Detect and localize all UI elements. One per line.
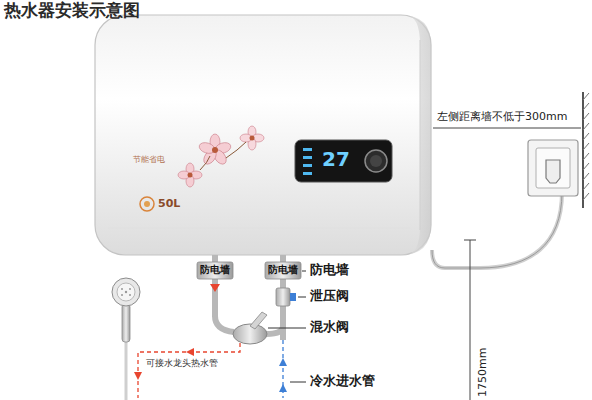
brand-logo xyxy=(140,197,154,211)
shower-head xyxy=(129,288,131,290)
shower-head xyxy=(112,278,140,306)
mixing-valve xyxy=(233,312,267,344)
shower-head xyxy=(117,283,135,301)
brand-slogan: 节能省电 xyxy=(133,155,165,164)
dimension-line xyxy=(464,240,476,241)
hot-water-branch xyxy=(134,372,142,380)
fitting-tag: 防电墙 xyxy=(200,264,230,276)
cold-water-inlet xyxy=(279,340,287,398)
mixing-valve xyxy=(233,324,267,344)
pressure-relief-valve xyxy=(276,288,290,306)
flower-decoration xyxy=(250,136,255,141)
callout-leader xyxy=(268,271,306,382)
capacity-mark: 50L xyxy=(158,198,180,211)
heater-tank xyxy=(420,40,421,230)
flower-decoration xyxy=(200,142,246,170)
shower-head xyxy=(112,278,140,400)
heater-tank xyxy=(95,15,431,255)
pressure-relief-valve xyxy=(290,293,296,301)
heater-tank xyxy=(95,15,431,255)
wall xyxy=(583,93,589,200)
control-panel xyxy=(365,150,387,172)
control-panel xyxy=(295,140,392,182)
flower-decoration xyxy=(240,126,264,150)
dimension-label: 1750mm xyxy=(477,348,490,397)
heater-tank xyxy=(401,15,431,255)
cold-water-inlet xyxy=(279,358,287,366)
wall-socket xyxy=(536,148,570,188)
clearance-leader xyxy=(433,128,581,129)
brand-logo xyxy=(144,201,150,207)
flower-decoration xyxy=(178,126,264,187)
heater-tank xyxy=(108,228,410,229)
shower-head xyxy=(125,340,128,400)
wall-socket xyxy=(528,140,578,196)
shower-head xyxy=(121,288,123,290)
power-cable xyxy=(432,192,562,268)
brand-logo xyxy=(140,197,154,211)
clearance-note: 左侧距离墙不低于300mm xyxy=(437,111,567,124)
pipe-note: 可接水龙头热水管 xyxy=(146,358,218,368)
power-cable xyxy=(432,192,562,268)
callout-leader xyxy=(298,297,306,298)
control-panel xyxy=(370,155,382,167)
dimension-line xyxy=(470,240,471,400)
shower-head xyxy=(121,294,123,296)
wall-socket xyxy=(546,160,560,183)
flower-decoration xyxy=(188,173,193,178)
wall-socket xyxy=(528,140,578,196)
wall xyxy=(583,92,589,208)
cold-water-inlet xyxy=(279,384,287,392)
hot-water-pipe xyxy=(210,284,220,292)
flower-decoration xyxy=(178,163,202,187)
callout-label: 冷水进水管 xyxy=(310,374,375,389)
flower-decoration xyxy=(198,134,232,166)
fitting-tag: 防电墙 xyxy=(268,264,298,276)
callout-label: 防电墙 xyxy=(310,263,349,278)
pipe-fitting xyxy=(265,262,301,279)
control-panel xyxy=(303,148,312,151)
hot-water-branch xyxy=(186,348,194,356)
callout-label: 泄压阀 xyxy=(310,289,349,304)
hot-water-branch xyxy=(138,343,240,398)
callout-leader xyxy=(290,382,306,383)
clearance-leader xyxy=(433,128,581,129)
hot-water-branch xyxy=(134,343,240,398)
control-panel xyxy=(295,140,392,182)
title: 热水器安装示意图 xyxy=(4,1,140,21)
shower-head xyxy=(125,291,127,293)
flower-decoration xyxy=(212,147,218,153)
dimension-line xyxy=(464,240,476,400)
pipe-fitting xyxy=(197,262,301,279)
control-panel xyxy=(303,156,312,159)
control-panel xyxy=(303,172,312,175)
callout-leader xyxy=(268,328,306,329)
mixing-valve xyxy=(250,312,267,329)
shower-head xyxy=(122,304,130,342)
callout-label: 混水阀 xyxy=(310,320,349,335)
callout-leader xyxy=(302,271,306,272)
pressure-relief-valve xyxy=(276,288,296,306)
temperature-readout: 27 xyxy=(322,148,350,171)
power-cable xyxy=(432,192,562,268)
hot-water-pipe xyxy=(215,316,234,332)
pipe-fitting xyxy=(197,262,233,279)
control-panel xyxy=(303,164,312,167)
cold-water-pipe xyxy=(266,326,283,334)
shower-head xyxy=(129,294,131,296)
